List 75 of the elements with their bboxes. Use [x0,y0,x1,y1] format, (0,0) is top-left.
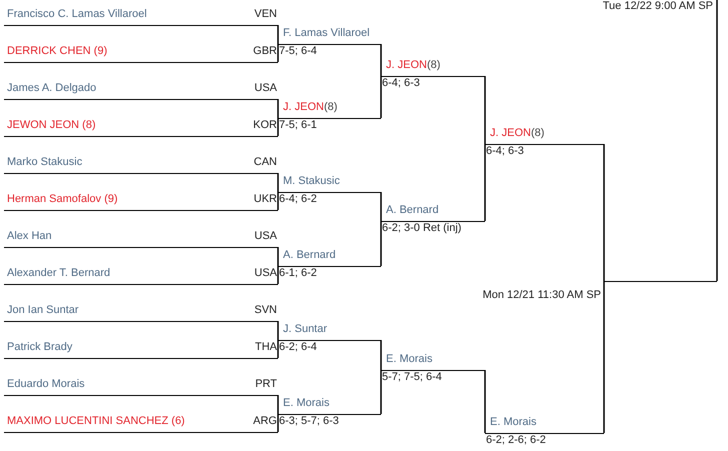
country-code: CAN [254,156,277,169]
bracket-line [380,340,382,371]
player-name: Alexander T. Bernard [7,266,110,280]
match-score: 6-3; 5-7; 6-3 [279,415,339,428]
player-name: Francisco C. Lamas Villaroel [7,8,147,21]
country-code: GBR [253,44,277,58]
player-name: A. Bernard [283,248,336,262]
player-name: Marko Stakusic [7,156,82,169]
country-code: USA [254,82,277,95]
bracket-line [277,413,279,432]
bracket-line [277,247,279,267]
match-score: 7-5; 6-4 [279,45,317,58]
player-name: MAXIMO LUCENTINI SANCHEZ (6) [7,414,185,428]
player-name: E. Morais [386,352,432,366]
bracket-line [277,265,279,284]
player-name: DERRICK CHEN (9) [7,44,108,58]
bracket-line [277,395,279,415]
player-name: Alex Han [7,230,52,243]
match-score: 7-5; 6-1 [279,119,317,132]
country-code: PRT [255,378,277,391]
player-name: Jon Ian Suntar [7,304,79,317]
player-name: M. Stakusic [283,174,340,188]
bracket-line [277,117,279,136]
country-code: USA [254,230,277,243]
country-code: UKR [254,192,277,206]
player-name: Herman Samofalov (9) [7,192,118,206]
bracket-line [380,75,382,118]
bracket-line [277,321,279,341]
match-score: 6-1; 6-2 [279,267,317,280]
bracket-line [277,339,279,358]
player-name: James A. Delgado [7,82,96,95]
seed-number: (8) [324,100,338,114]
player-name: Eduardo Morais [7,378,85,391]
match-score: 6-2; 3-0 Ret (inj) [382,222,462,235]
seed-number: (8) [530,126,544,140]
bracket-line [603,144,605,282]
player-name: E. Morais [490,416,536,429]
bracket-line [380,369,382,414]
bracket-line [380,192,382,222]
match-schedule: Mon 12/21 11:30 AM SP [482,289,601,302]
bracket-line [484,76,486,145]
match-score: 6-4; 6-3 [486,145,524,158]
match-score: 6-4; 6-2 [279,193,317,206]
country-code: SVN [254,304,277,317]
country-code: USA [254,266,277,280]
seed-number: (8) [426,58,440,72]
player-name: J. Suntar [283,322,328,336]
country-code: ARG [253,414,277,428]
match-score: 6-2; 2-6; 6-2 [486,434,546,447]
player-name: JEWON JEON (8) [7,118,96,132]
bracket-line [380,220,382,266]
player-name: J. JEON [283,100,324,114]
bracket-line [484,143,486,221]
player-name: F. Lamas Villaroel [283,26,370,40]
country-code: KOR [253,118,277,132]
bracket-line [484,370,486,434]
player-name: J. JEON [386,58,427,72]
bracket-line [277,43,279,62]
player-name: Patrick Brady [7,340,72,354]
match-score: 6-4; 6-3 [382,77,420,90]
player-name: A. Bernard [386,204,439,217]
bracket-line [277,99,279,119]
bracket-line [277,173,279,193]
player-name: J. JEON [490,126,531,140]
player-name: E. Morais [283,396,330,410]
bracket-line [380,44,382,77]
country-code: THA [255,340,277,354]
bracket-line [716,0,718,281]
bracket-line [277,191,279,210]
match-score: 6-2; 6-4 [279,341,317,354]
country-code: VEN [254,8,277,21]
bracket-line [603,280,605,433]
match-score: 5-7; 7-5; 6-4 [382,371,442,384]
match-schedule: Tue 12/22 9:00 AM SP [602,0,713,13]
bracket-line [277,25,279,45]
